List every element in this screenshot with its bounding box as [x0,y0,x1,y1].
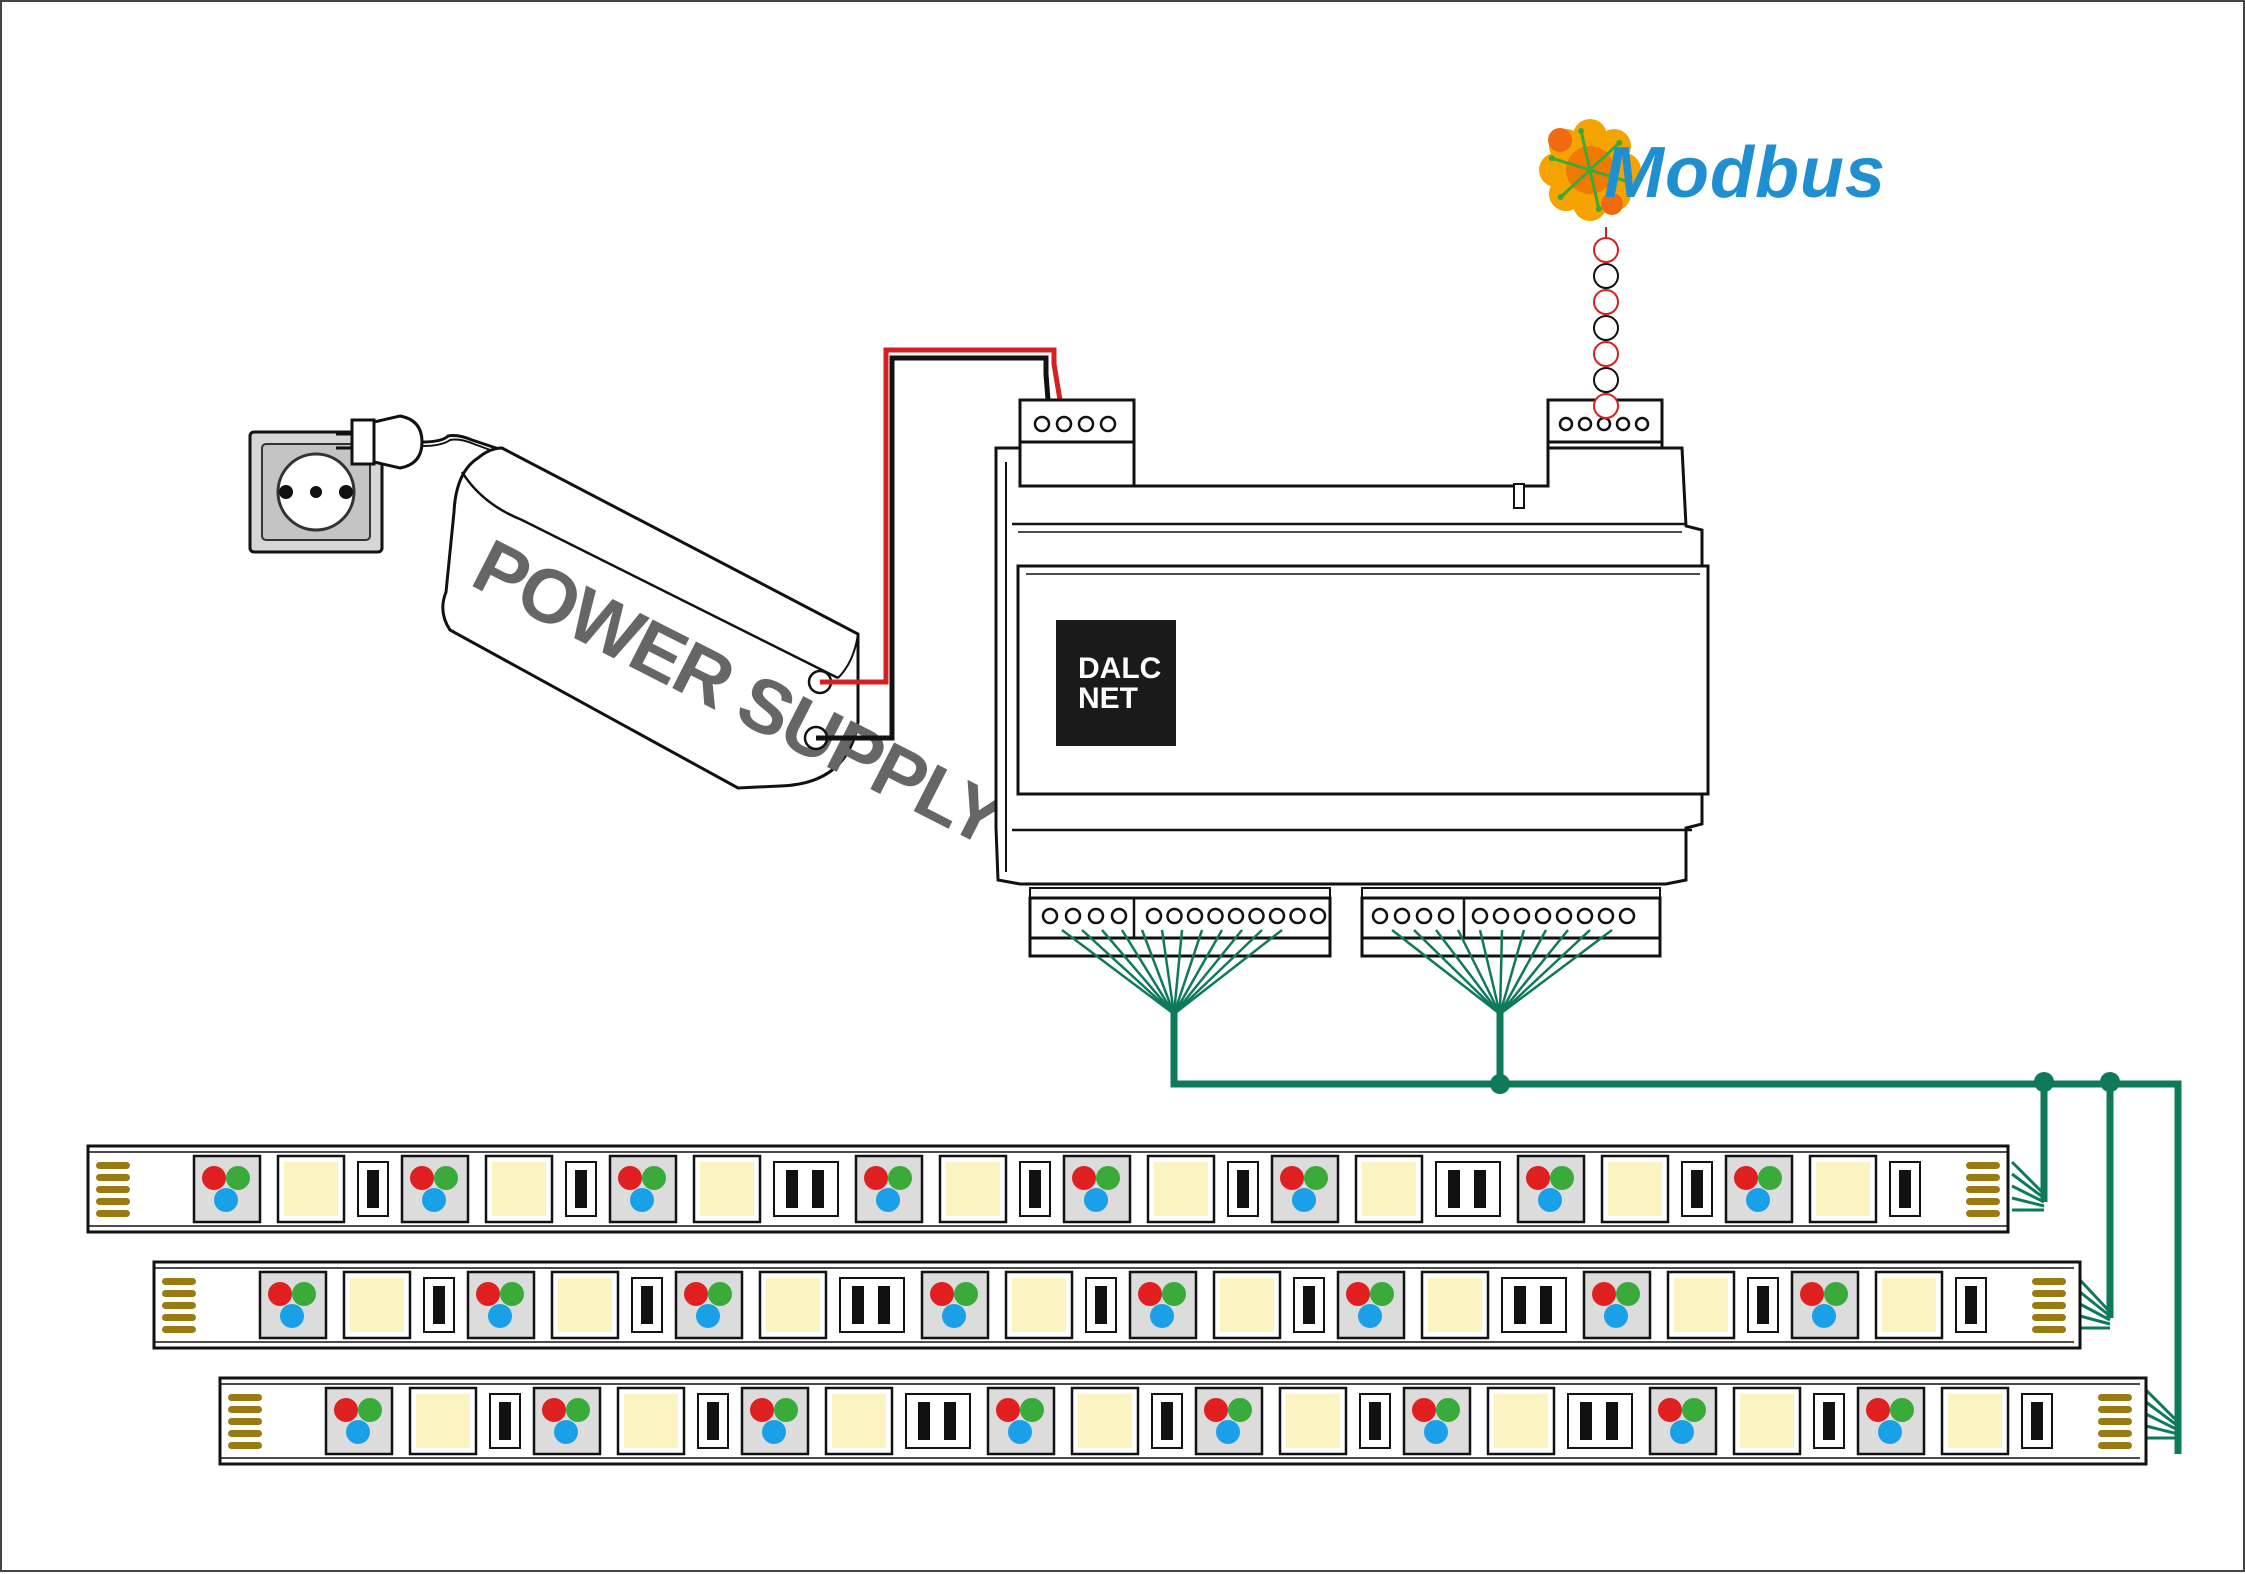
resistor [1085,1277,1117,1333]
rgb-led [532,1386,602,1456]
white-led [484,1154,554,1224]
controller-label-line1: DALC [1078,652,1161,685]
resistor [1813,1393,1845,1449]
white-led [1666,1270,1736,1340]
resistor-pair [773,1161,839,1217]
dc-power-wires [816,347,1063,741]
rgb-led [1582,1270,1652,1340]
resistor [1681,1161,1713,1217]
rgb-led [1516,1154,1586,1224]
rgb-led [986,1386,1056,1456]
white-led [408,1386,478,1456]
wall-socket-icon [248,430,384,554]
rgb-led [608,1154,678,1224]
resistor [1019,1161,1051,1217]
output-terminal-block-right [1360,887,1662,958]
resistor [697,1393,729,1449]
white-led [1732,1386,1802,1456]
white-led [1420,1270,1490,1340]
rgb-led [1790,1270,1860,1340]
white-led [1874,1270,1944,1340]
resistor-pair [1435,1161,1501,1217]
modbus-cable [1593,227,1619,419]
white-led [1486,1386,1556,1456]
rgb-led [400,1154,470,1224]
rgb-led [324,1386,394,1456]
resistor-pair [905,1393,971,1449]
resistor [489,1393,521,1449]
resistor [1889,1161,1921,1217]
rgb-led [854,1154,924,1224]
modbus-logo-icon: Modbus [1539,119,1886,221]
power-terminal-block [1018,398,1136,488]
rgb-led [192,1154,262,1224]
rgb-led [920,1270,990,1340]
rgb-led [466,1270,536,1340]
resistor [631,1277,663,1333]
resistor [1955,1277,1987,1333]
white-led [276,1154,346,1224]
resistor [1151,1393,1183,1449]
resistor [1293,1277,1325,1333]
resistor [1227,1161,1259,1217]
resistor-pair [839,1277,905,1333]
white-led [758,1270,828,1340]
rgb-led [674,1270,744,1340]
rgb-led [258,1270,328,1340]
white-led [824,1386,894,1456]
rgb-led [1724,1154,1794,1224]
rgb-led [1336,1270,1406,1340]
white-led [1278,1386,1348,1456]
led-strip-icon [152,1260,2082,1350]
plug-icon [336,414,503,470]
white-led [938,1154,1008,1224]
rgb-led [1062,1154,1132,1224]
white-led [1808,1154,1878,1224]
rgb-led [740,1386,810,1456]
white-led [1600,1154,1670,1224]
rgb-led [1270,1154,1340,1224]
white-led [616,1386,686,1456]
white-led [1940,1386,2010,1456]
white-led [1146,1154,1216,1224]
rgb-led [1402,1386,1472,1456]
din-rail-controller-icon: DALC NET [994,398,1710,958]
rgb-led [1648,1386,1718,1456]
resistor [1747,1277,1779,1333]
resistor-pair [1501,1277,1567,1333]
resistor [565,1161,597,1217]
resistor [423,1277,455,1333]
white-led [1004,1270,1074,1340]
rgb-led [1856,1386,1926,1456]
white-led [342,1270,412,1340]
modbus-label: Modbus [1604,133,1886,213]
white-led [1354,1154,1424,1224]
white-led [550,1270,620,1340]
white-led [1070,1386,1140,1456]
rgb-led [1128,1270,1198,1340]
rgb-led [1194,1386,1264,1456]
led-strip-icon [218,1376,2148,1466]
power-supply-icon: POWER SUPPLY [441,446,1018,864]
white-led [1212,1270,1282,1340]
resistor [1359,1393,1391,1449]
led-bus-wiring [1061,929,2182,1454]
led-strip-icon [86,1144,2010,1234]
controller-label-line2: NET [1078,682,1138,715]
resistor [2021,1393,2053,1449]
white-led [692,1154,762,1224]
resistor-pair [1567,1393,1633,1449]
resistor [357,1161,389,1217]
